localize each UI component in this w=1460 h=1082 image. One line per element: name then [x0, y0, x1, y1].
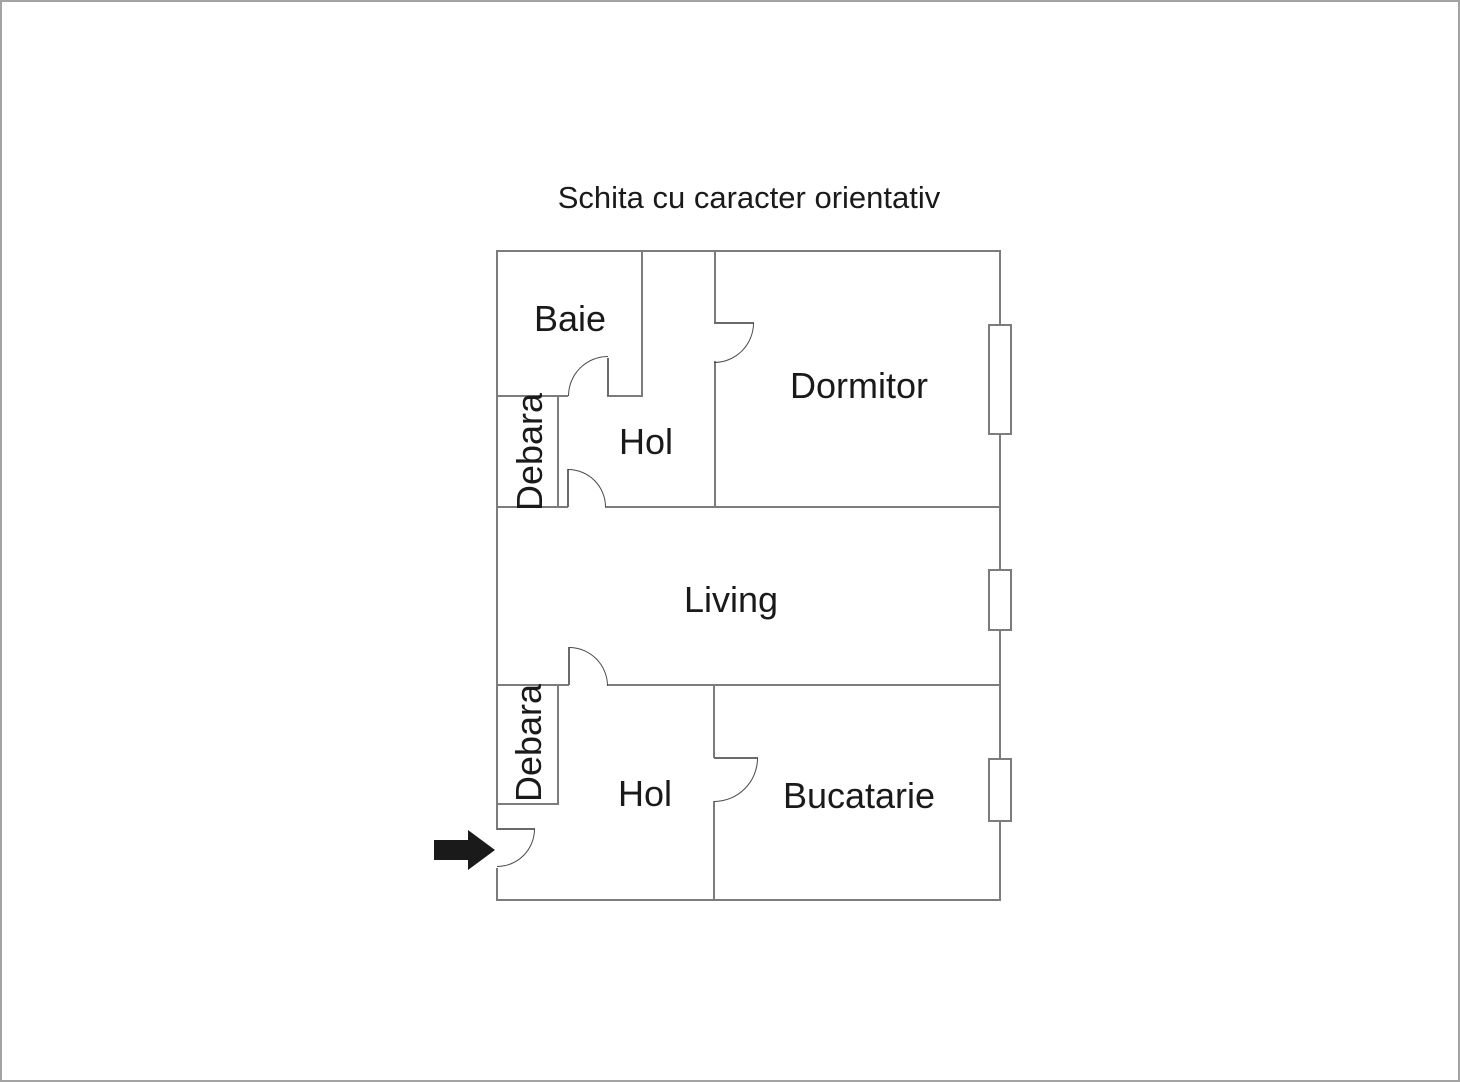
room-label-hol-lower: Hol	[617, 773, 673, 814]
wall-baie-bottom-left	[497, 395, 568, 397]
wall-dormitor-left-lower	[714, 361, 716, 508]
door-arc-living-hol	[569, 647, 608, 686]
door-arc-hol-living	[568, 469, 606, 507]
wall-living-bottom-left	[497, 684, 569, 686]
door-arc-entrance	[497, 829, 535, 867]
window-dormitor	[988, 324, 1012, 435]
wall-living-top-left	[497, 506, 568, 508]
room-label-dormitor: Dormitor	[789, 365, 929, 406]
wall-debara-lower-bottom	[497, 803, 559, 805]
wall-debara-lower-right	[557, 685, 559, 805]
room-label-baie: Baie	[533, 298, 607, 339]
door-arc-dormitor	[714, 323, 754, 363]
entrance-arrow-head-icon	[468, 830, 495, 870]
wall-outer-left-upper	[496, 250, 498, 830]
wall-baie-bottom-right	[607, 395, 642, 397]
wall-baie-right	[641, 251, 643, 397]
door-arc-bucatarie	[714, 758, 758, 802]
wall-bucatarie-left-lower	[713, 801, 715, 901]
room-label-bucatarie: Bucatarie	[782, 775, 936, 816]
room-label-debara-lower: Debara	[508, 683, 549, 803]
room-label-hol-upper: Hol	[618, 421, 674, 462]
window-bucatarie	[988, 758, 1012, 822]
wall-dormitor-left-upper	[714, 251, 716, 324]
wall-bucatarie-left-upper	[713, 685, 715, 758]
wall-outer-bottom	[497, 899, 1001, 901]
room-label-living: Living	[683, 579, 779, 620]
room-label-debara-upper: Debara	[509, 392, 550, 512]
wall-outer-left-lower	[496, 868, 498, 901]
page-title: Schita cu caracter orientativ	[557, 180, 941, 215]
wall-living-bottom-right	[607, 684, 1001, 686]
door-leaf-baie	[607, 358, 609, 396]
window-living	[988, 569, 1012, 631]
wall-debara-upper-right	[557, 396, 559, 508]
wall-living-top-right	[605, 506, 1001, 508]
wall-outer-top	[497, 250, 1001, 252]
entrance-arrow-icon	[434, 840, 468, 860]
door-arc-baie	[568, 356, 608, 396]
